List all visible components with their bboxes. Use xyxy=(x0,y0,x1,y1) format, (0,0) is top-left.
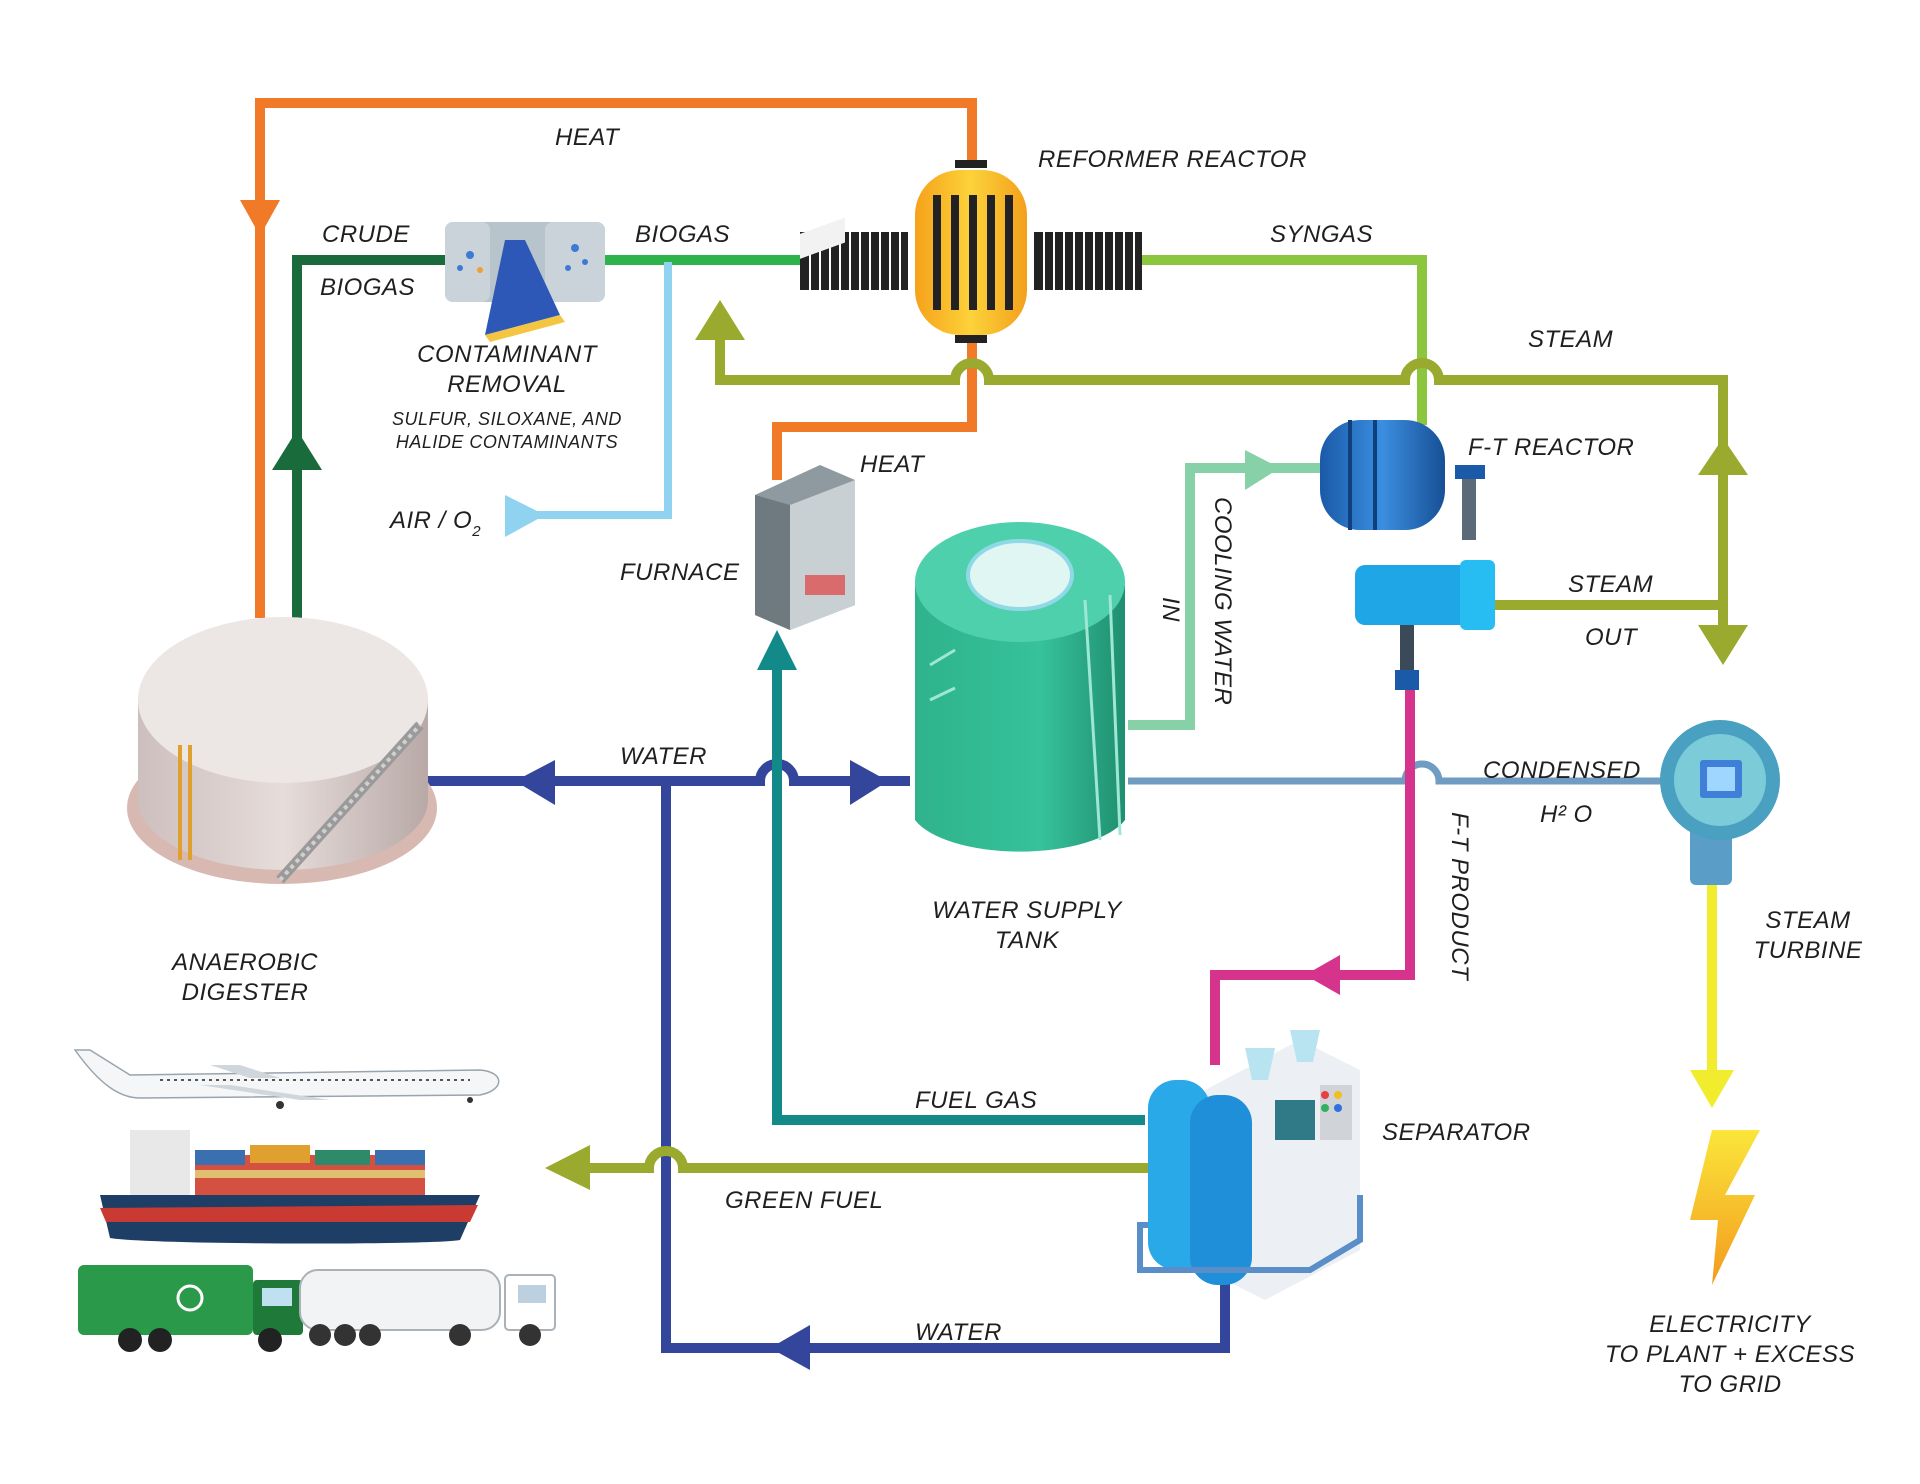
crude-biogas-pipe xyxy=(292,255,445,618)
label-air-sub: 2 xyxy=(471,523,481,540)
label-ft-product: F-T PRODUCT xyxy=(1446,812,1473,982)
steam-arrow-right-down xyxy=(1698,625,1748,665)
water-supply-tank xyxy=(915,522,1125,852)
label-anaerobic-1: ANAEROBIC xyxy=(170,949,318,976)
lightning-bolt-icon xyxy=(1690,1130,1760,1285)
anaerobic-digester-tank xyxy=(127,617,437,884)
label-biogas: BIOGAS xyxy=(635,221,730,248)
label-water-tank-2: TANK xyxy=(995,927,1060,954)
label-green-fuel: GREEN FUEL xyxy=(725,1187,883,1214)
steam-arrow-right-up xyxy=(1698,438,1748,475)
label-contaminant-sub-2: HALIDE CONTAMINANTS xyxy=(396,432,618,452)
label-heat-top: HEAT xyxy=(555,124,621,151)
label-contaminant-2: REMOVAL xyxy=(447,371,567,398)
heat-arrow xyxy=(240,200,280,236)
green-fuel-pipe xyxy=(585,1146,1150,1173)
label-contaminant-sub-1: SULFUR, SILOXANE, AND xyxy=(392,409,622,429)
steam-arrow-left xyxy=(695,300,745,340)
ft-reactor xyxy=(1320,420,1495,690)
pipes xyxy=(255,98,1728,1353)
label-contaminant-1: CONTAMINANT xyxy=(417,341,599,368)
cargo-ship xyxy=(100,1130,480,1244)
flow-arrows xyxy=(240,200,1748,1370)
label-electricity-1: ELECTRICITY xyxy=(1649,1311,1812,1338)
label-steam-mid: STEAM xyxy=(1568,571,1653,598)
label-water-bottom: WATER xyxy=(915,1319,1002,1346)
contaminant-removal-unit xyxy=(445,222,605,342)
label-separator: SEPARATOR xyxy=(1382,1119,1531,1146)
label-air-main: AIR / O xyxy=(388,507,472,534)
label-water-mid: WATER xyxy=(620,743,707,770)
syngas-pipe xyxy=(1140,255,1427,425)
tanker-truck xyxy=(299,1269,556,1346)
label-air: AIR / O2 xyxy=(388,507,481,540)
labels: HEAT REFORMER REACTOR CRUDE BIOGAS BIOGA… xyxy=(170,124,1863,1398)
label-ft-reactor: F-T REACTOR xyxy=(1468,434,1634,461)
garbage-truck xyxy=(78,1265,303,1352)
label-anaerobic-2: DIGESTER xyxy=(182,979,309,1006)
water-pipe-bottom xyxy=(661,781,1230,1353)
furnace xyxy=(755,217,855,630)
label-furnace: FURNACE xyxy=(620,559,740,586)
separator xyxy=(1137,1030,1363,1300)
fuel-gas-pipe xyxy=(772,660,1145,1125)
electricity-arrow xyxy=(1690,1070,1734,1108)
heat-pipe-furnace xyxy=(772,335,977,480)
label-syngas: SYNGAS xyxy=(1270,221,1373,248)
ft-product-pipe xyxy=(1210,690,1415,1065)
label-cooling-water: COOLING WATER xyxy=(1209,497,1236,705)
airplane xyxy=(73,1049,500,1109)
crude-biogas-arrow xyxy=(272,430,322,470)
cooling-arrow xyxy=(1245,450,1280,490)
label-h2o: H² O xyxy=(1540,801,1593,828)
steam-pipe-top xyxy=(715,320,1728,650)
label-crude-1: CRUDE xyxy=(322,221,410,248)
heat-pipe-top xyxy=(255,98,977,618)
air-pipe xyxy=(525,262,672,519)
steam-turbine xyxy=(1660,720,1780,885)
ft-product-arrow xyxy=(1305,955,1340,995)
reformer-reactor xyxy=(800,160,1142,343)
fuel-gas-arrow xyxy=(757,630,797,670)
label-electricity-2: TO PLANT + EXCESS xyxy=(1605,1341,1855,1368)
label-crude-2: BIOGAS xyxy=(320,274,415,301)
label-fuel-gas: FUEL GAS xyxy=(915,1087,1037,1114)
label-steam-turbine-1: STEAM xyxy=(1765,907,1850,934)
label-in: IN xyxy=(1157,597,1184,622)
water-arrow-bottom xyxy=(770,1325,810,1370)
green-fuel-arrow xyxy=(545,1145,590,1190)
label-steam-turbine-2: TURBINE xyxy=(1754,937,1863,964)
label-water-tank-1: WATER SUPPLY xyxy=(932,897,1123,924)
label-reformer-reactor: REFORMER REACTOR xyxy=(1038,146,1307,173)
label-steam-top: STEAM xyxy=(1528,326,1613,353)
label-out: OUT xyxy=(1585,624,1639,651)
air-arrow xyxy=(505,495,545,537)
water-arrow-left xyxy=(515,760,555,805)
water-arrow-right xyxy=(850,760,888,805)
label-heat-furnace: HEAT xyxy=(860,451,926,478)
label-electricity-3: TO GRID xyxy=(1678,1371,1781,1398)
label-condensed: CONDENSED xyxy=(1483,757,1641,784)
